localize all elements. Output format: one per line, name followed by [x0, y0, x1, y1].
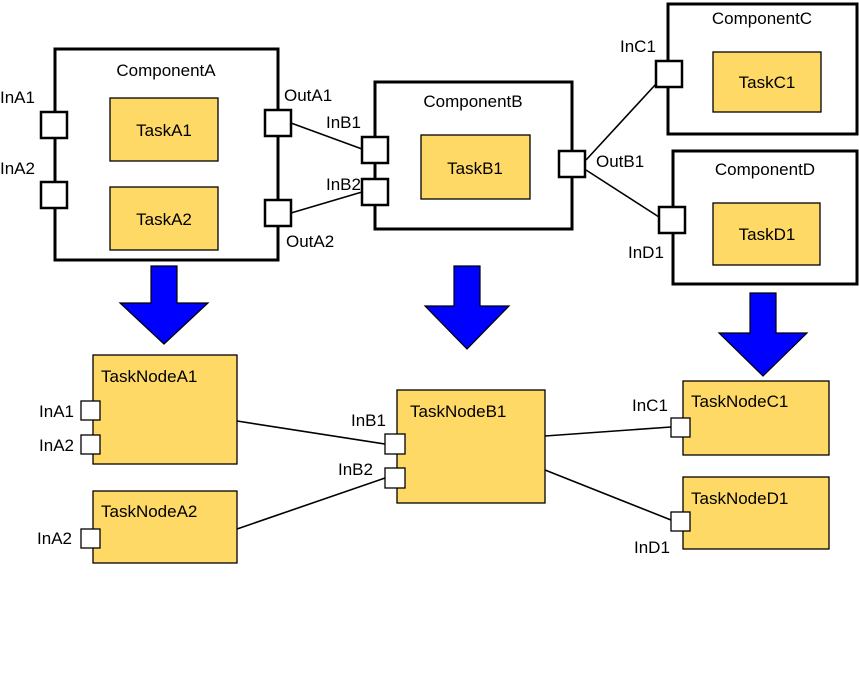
node-d1-port-ind1: [670, 511, 691, 532]
component-d: ComponentD TaskD1 InD1: [628, 149, 859, 286]
component-a-label: ComponentA: [116, 61, 216, 80]
task-a2-label: TaskA2: [136, 210, 192, 229]
task-node-c1: TaskNodeC1 InC1: [632, 380, 830, 456]
conn-nodea1-nodeb1: [236, 420, 386, 445]
node-d1-port-ind1-label: InD1: [634, 538, 670, 557]
component-b-label: ComponentB: [423, 92, 522, 111]
task-node-d1: TaskNodeD1 InD1: [634, 476, 830, 557]
task-node-a2-label: TaskNodeA2: [101, 502, 197, 521]
task-d1-box: [712, 202, 821, 266]
task-node-c1-label: TaskNodeC1: [691, 392, 788, 411]
conn-nodea2-nodeb1: [236, 477, 386, 530]
task-node-c1-box: [682, 380, 830, 456]
node-a1-port-ina2-label: InA2: [39, 436, 74, 455]
port-ina2-label: InA2: [0, 159, 35, 178]
node-a1-port-ina2: [80, 434, 101, 455]
conn-nodeb1-nodec1: [544, 426, 672, 437]
task-node-a1: TaskNodeA1 InA1 InA2: [39, 354, 238, 465]
task-node-d1-label: TaskNodeD1: [691, 489, 788, 508]
port-inb2-label: InB2: [326, 175, 361, 194]
node-b1-port-inb2-label: InB2: [338, 460, 373, 479]
conn-outb1-inc1: [585, 83, 657, 161]
task-node-a1-label: TaskNodeA1: [101, 367, 197, 386]
component-c-label: ComponentC: [712, 9, 812, 28]
transform-arrow-b-icon: [423, 265, 511, 350]
port-outa1-label: OutA1: [284, 86, 332, 105]
component-d-label: ComponentD: [715, 160, 815, 179]
conn-outa1-inb1: [290, 122, 363, 150]
conn-outb1-ind1: [585, 169, 660, 218]
port-outa2: [263, 198, 293, 228]
transform-arrow-a-icon: [118, 265, 210, 345]
port-outa1: [263, 108, 293, 138]
node-b1-port-inb1: [384, 433, 406, 455]
node-a2-port-ina2-label: InA2: [37, 529, 72, 548]
port-outa2-label: OutA2: [286, 232, 334, 251]
port-inb1: [360, 135, 390, 165]
task-b1-label: TaskB1: [447, 159, 503, 178]
conn-outa2-inb2: [290, 191, 363, 214]
task-c1-label: TaskC1: [739, 73, 796, 92]
port-ind1-label: InD1: [628, 243, 664, 262]
task-a2-box: [109, 186, 219, 251]
node-c1-port-inc1-label: InC1: [632, 396, 668, 415]
node-a1-port-ina1: [80, 400, 101, 421]
task-node-b1: TaskNodeB1 InB1 InB2: [338, 389, 546, 504]
port-ina2: [39, 180, 69, 210]
conn-nodeb1-noded1: [544, 469, 672, 521]
port-inb2: [360, 177, 390, 207]
port-outb1: [557, 149, 587, 179]
port-inb1-label: InB1: [326, 113, 361, 132]
transform-arrow-d-icon: [717, 292, 809, 377]
task-node-a2: TaskNodeA2 InA2: [37, 490, 238, 564]
task-node-a1-box: [92, 354, 238, 465]
node-c1-port-inc1: [670, 417, 691, 438]
port-ina1-label: InA1: [0, 88, 35, 107]
node-b1-port-inb1-label: InB1: [351, 411, 386, 430]
port-inc1-label: InC1: [620, 37, 656, 56]
component-a: ComponentA TaskA1 TaskA2 InA1 InA2 OutA1…: [0, 47, 334, 262]
task-d1-label: TaskD1: [739, 225, 796, 244]
task-a1-box: [109, 97, 219, 162]
task-b1-box: [420, 134, 531, 200]
node-a2-port-ina2: [80, 528, 101, 549]
task-c1-box: [712, 51, 822, 113]
port-inc1: [654, 59, 684, 89]
task-node-b1-box: [396, 389, 546, 504]
component-b: ComponentB TaskB1 InB1 InB2 OutB1: [326, 80, 644, 231]
transform-arrows: [118, 265, 809, 377]
port-ina1: [39, 110, 69, 140]
task-node-b1-label: TaskNodeB1: [410, 402, 506, 421]
port-outb1-label: OutB1: [596, 152, 644, 171]
port-ind1: [657, 205, 687, 235]
task-node-a2-box: [92, 490, 238, 564]
node-b1-port-inb2: [384, 467, 406, 489]
bottom-connections: [236, 420, 672, 530]
task-a1-label: TaskA1: [136, 121, 192, 140]
component-c: ComponentC TaskC1 InC1: [620, 2, 859, 136]
task-node-d1-box: [682, 476, 830, 550]
node-a1-port-ina1-label: InA1: [39, 402, 74, 421]
